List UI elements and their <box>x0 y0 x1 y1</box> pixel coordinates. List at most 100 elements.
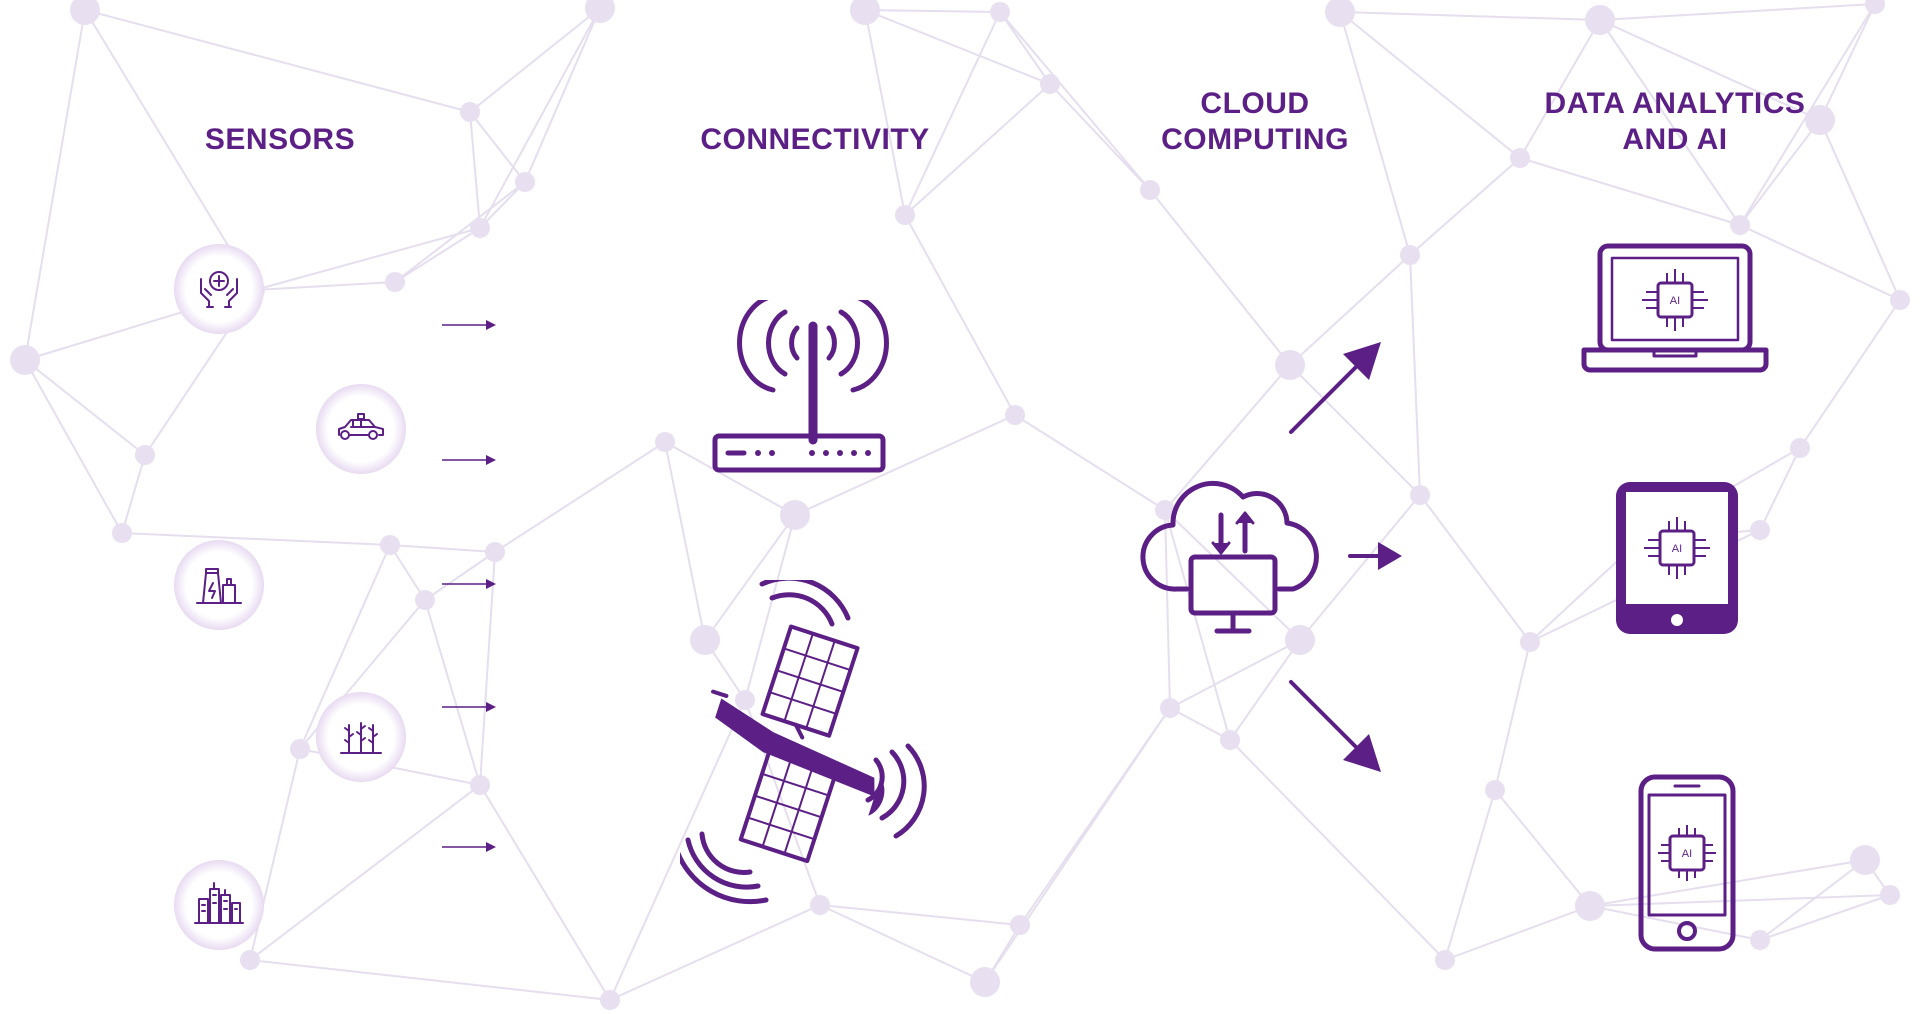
mesh-line <box>1229 739 1446 961</box>
smartphone-device: AI <box>1637 773 1737 953</box>
mesh-node <box>780 500 810 530</box>
mesh-line <box>469 111 481 229</box>
mesh-line <box>1299 494 1421 641</box>
mesh-line <box>1759 894 1891 941</box>
mesh-node <box>385 272 405 292</box>
mesh-line <box>999 11 1051 85</box>
mesh-line <box>1589 859 1866 907</box>
arrow-right-icon <box>442 842 496 852</box>
mesh-line <box>389 544 496 553</box>
mesh-node <box>1400 245 1420 265</box>
mesh-line <box>1759 859 1866 941</box>
sensors-heading: SENSORS <box>170 122 390 158</box>
mesh-node <box>515 172 535 192</box>
mesh-line <box>1519 19 1601 159</box>
agriculture-icon <box>340 722 382 754</box>
mesh-line <box>1169 639 1301 709</box>
mesh-node <box>1410 485 1430 505</box>
mesh-line <box>1164 509 1171 709</box>
mesh-node <box>810 895 830 915</box>
mesh-node <box>10 345 40 375</box>
arrow-right-icon <box>442 455 496 465</box>
satellite-icon <box>680 580 927 905</box>
mesh-line <box>864 9 1001 13</box>
sensor-smart-city <box>174 860 264 950</box>
mesh-node <box>470 218 490 238</box>
mesh-line <box>479 7 601 229</box>
mesh-line <box>664 441 796 516</box>
mesh-node <box>1160 698 1180 718</box>
mesh-node <box>1750 930 1770 950</box>
mesh-line <box>84 9 256 291</box>
mesh-line <box>469 7 601 113</box>
sensor-agriculture <box>316 692 406 782</box>
wifi-router-icon <box>712 300 889 473</box>
data-analytics-heading: DATA ANALYTICS AND AI <box>1520 86 1830 158</box>
mesh-line <box>1494 789 1591 907</box>
healthcare-hands-icon <box>200 271 238 308</box>
arrow-right-icon <box>442 579 496 589</box>
mesh-line <box>794 414 1016 516</box>
chip-label: AI <box>1672 543 1682 555</box>
mesh-line <box>1409 254 1421 496</box>
heading-line: DATA ANALYTICS <box>1544 87 1806 120</box>
mesh-line <box>1164 509 1231 741</box>
tablet-ai-icon: AI <box>1616 482 1738 634</box>
mesh-line <box>1494 641 1531 791</box>
tablet-device: AI <box>1612 478 1742 638</box>
mesh-node <box>1520 632 1540 652</box>
mesh-node <box>850 0 880 25</box>
mesh-line <box>1164 364 1291 511</box>
mesh-line <box>1444 905 1591 961</box>
mesh-node <box>735 690 755 710</box>
mesh-line <box>254 227 481 291</box>
mesh-node <box>1220 730 1240 750</box>
mesh-line <box>424 599 481 786</box>
mesh-line <box>249 959 611 1001</box>
mesh-line <box>904 11 1001 216</box>
mesh-node <box>895 205 915 225</box>
mesh-node <box>1010 915 1030 935</box>
mesh-line <box>1289 254 1411 366</box>
mesh-line <box>1289 364 1421 496</box>
mesh-node <box>970 967 1000 997</box>
mesh-line <box>664 441 706 641</box>
mesh-node <box>1485 780 1505 800</box>
mesh-line <box>1599 19 1821 121</box>
mesh-node <box>135 445 155 465</box>
heading-line: CONNECTIVITY <box>700 123 930 156</box>
mesh-line <box>1739 119 1821 226</box>
mesh-line <box>84 9 471 113</box>
mesh-line <box>1819 119 1901 301</box>
sensor-energy <box>174 540 264 630</box>
mesh-line <box>1019 707 1171 926</box>
car-icon <box>338 413 384 440</box>
sensor-healthcare <box>174 244 264 334</box>
sensor-vehicle <box>316 384 406 474</box>
mesh-node <box>1585 5 1615 35</box>
mesh-node <box>415 590 435 610</box>
mesh-line <box>524 7 601 183</box>
mesh-node <box>585 0 615 23</box>
mesh-node <box>1865 0 1885 14</box>
mesh-node <box>1805 105 1835 135</box>
mesh-line <box>1519 157 1741 226</box>
mesh-node <box>655 432 675 452</box>
mesh-line <box>1799 299 1901 449</box>
mesh-line <box>24 359 146 456</box>
arrow-down-right-icon <box>1289 680 1381 772</box>
mesh-line <box>904 83 1051 216</box>
mesh-line <box>1149 189 1291 366</box>
heading-line: AND AI <box>1622 123 1728 156</box>
mesh-node <box>1435 950 1455 970</box>
mesh-line <box>469 111 526 183</box>
laptop-ai-icon: AI <box>1581 243 1769 373</box>
mesh-node <box>1790 438 1810 458</box>
mesh-line <box>1444 789 1496 961</box>
mesh-node <box>1040 74 1060 94</box>
mesh-node <box>460 102 480 122</box>
mesh-line <box>479 784 611 1001</box>
mesh-line <box>1599 19 1741 226</box>
laptop-device: AI <box>1580 240 1770 375</box>
